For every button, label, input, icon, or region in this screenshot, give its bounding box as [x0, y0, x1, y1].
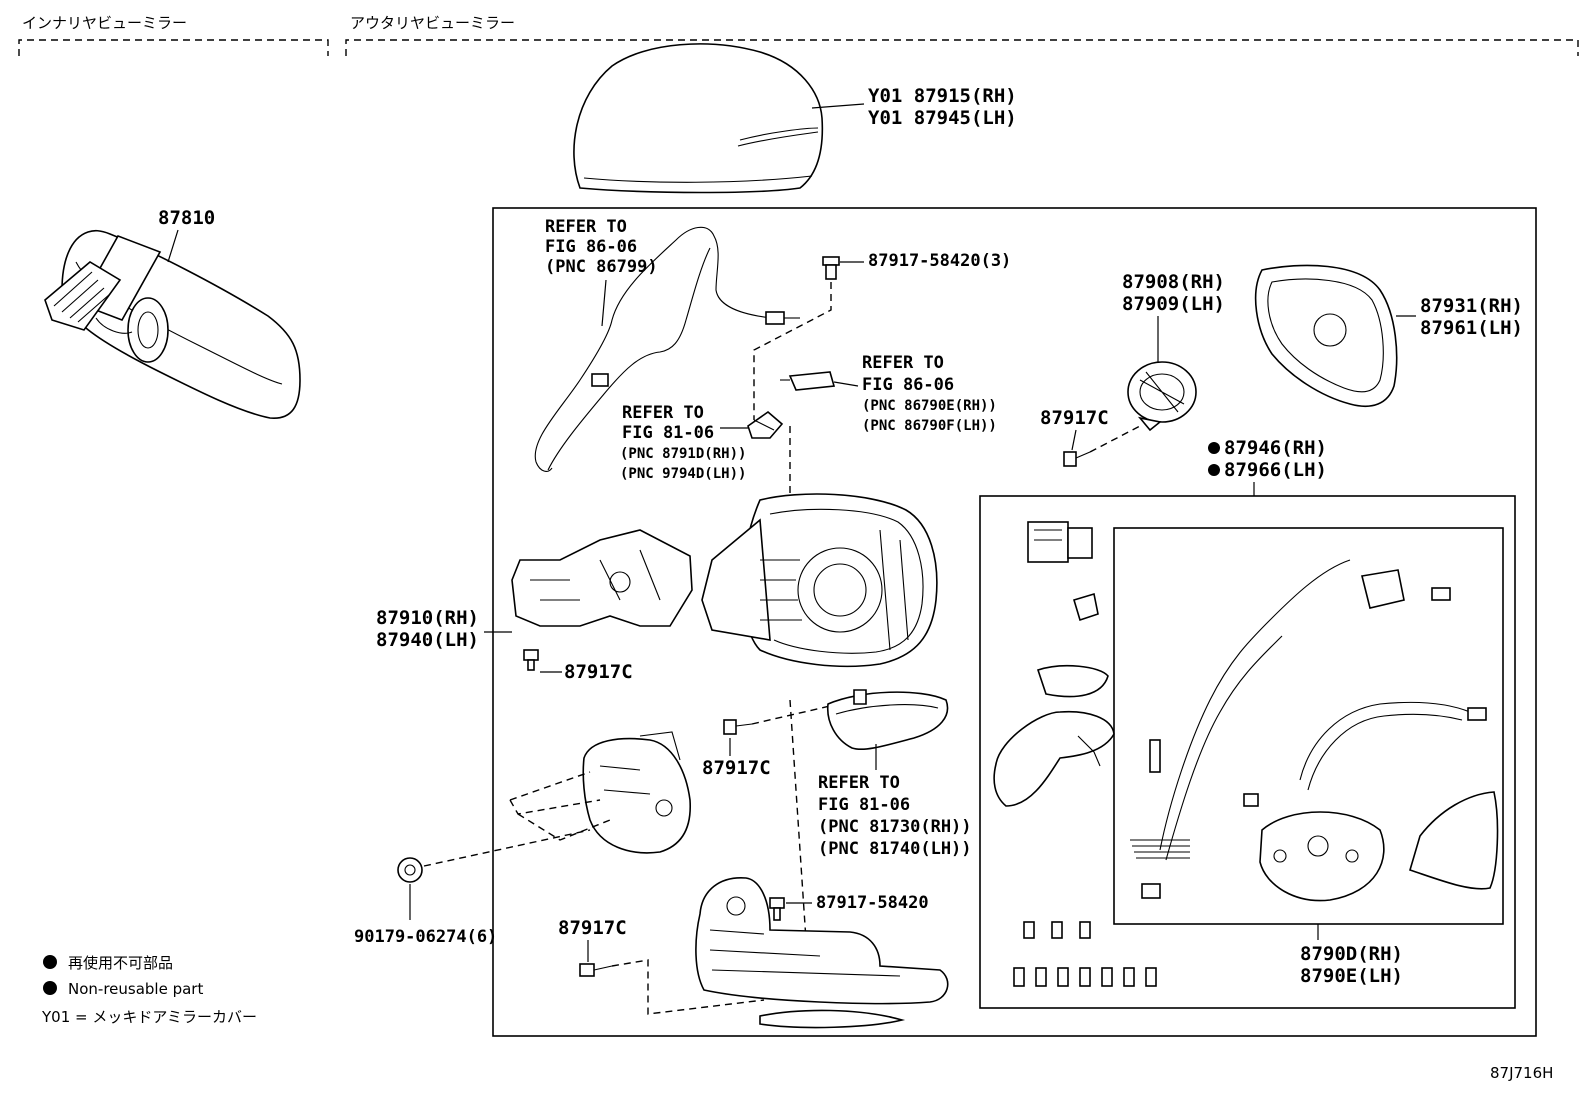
screw-87917c-left-icon	[523, 649, 539, 671]
assembly-frame	[492, 207, 1537, 1037]
refer4-line4: (PNC 81740(LH))	[818, 839, 972, 859]
section-inner-bracket	[18, 39, 329, 56]
kit-motor	[1027, 521, 1093, 563]
callout-harness-rh: 8790D(RH)	[1300, 943, 1403, 965]
legend-line2: Non-reusable part	[68, 980, 203, 998]
callout-clip: 90179-06274(6)	[354, 927, 497, 947]
callout-screw-c-mid: 87917C	[702, 757, 771, 779]
leader-refer2	[833, 381, 859, 387]
kit-screws	[1013, 921, 1157, 987]
mirror-bracket	[511, 529, 693, 627]
callout-bracket-lh: 87940(LH)	[376, 629, 479, 651]
ref-code: 87J716H	[1490, 1064, 1553, 1082]
mirror-actuator	[1127, 361, 1197, 432]
refer2-line1: REFER TO	[862, 353, 944, 373]
leader-cover	[811, 103, 865, 109]
refer1-line1: REFER TO	[545, 217, 627, 237]
screw-87917c-mid-icon	[723, 719, 753, 735]
clip-90179-icon	[397, 857, 423, 883]
refer4-line1: REFER TO	[818, 773, 900, 793]
kit-mirror-base-plate	[1259, 811, 1385, 902]
callout-screw-c-left: 87917C	[564, 661, 633, 683]
section-inner-mirror: インナリヤビューミラー	[22, 14, 187, 32]
legend-line3: Y01 = メッキドアミラーカバー	[41, 1008, 257, 1026]
bracket-8791d	[747, 410, 784, 439]
callout-actuator-rh: 87908(RH)	[1122, 271, 1225, 293]
legend-line1: 再使用不可部品	[68, 954, 173, 972]
dash-plane-lower	[509, 771, 611, 841]
refer3-line2: FIG 81-06	[622, 423, 714, 443]
kit-frame	[979, 495, 1516, 1009]
side-lamp-86790	[780, 371, 836, 391]
lower-bracket	[582, 731, 691, 854]
legend-dot-2	[43, 981, 57, 995]
refer4-line2: FIG 81-06	[818, 795, 910, 815]
callout-glass-lh: 87961(LH)	[1420, 317, 1523, 339]
dash-screw-c-top	[1089, 425, 1141, 453]
mirror-glass	[1254, 264, 1398, 408]
screw-87917-58420-icon	[769, 897, 785, 921]
callout-screw-58420-3: 87917-58420(3)	[868, 251, 1011, 271]
refer2-line3: (PNC 86790E(RH))	[862, 398, 997, 414]
refer4-line3: (PNC 81730(RH))	[818, 817, 972, 837]
callout-screw-58420: 87917-58420	[816, 893, 929, 913]
kit-cover-shell	[993, 664, 1115, 807]
refer1-line2: FIG 86-06	[545, 237, 637, 257]
wire-harness-86799	[534, 226, 800, 472]
callout-actuator-lh: 87909(LH)	[1122, 293, 1225, 315]
refer1-line3: (PNC 86799)	[545, 257, 658, 277]
section-outer-mirror: アウタリヤビューミラー	[350, 14, 515, 32]
dash-screw-top	[753, 282, 832, 420]
refer2-line2: FIG 86-06	[862, 375, 954, 395]
screw-87917c-top-icon	[1063, 451, 1091, 467]
section-outer-bracket	[345, 39, 1579, 56]
refer3-line1: REFER TO	[622, 403, 704, 423]
callout-kit-lh: 87966(LH)	[1224, 459, 1327, 481]
refer2-line4: (PNC 86790F(LH))	[862, 418, 997, 434]
dash-screw-c-mid	[751, 705, 831, 725]
dash-clip	[423, 829, 591, 867]
screw-87917c-bottom-icon	[579, 963, 613, 977]
callout-kit-rh: 87946(RH)	[1224, 437, 1327, 459]
leader-refer1	[601, 279, 607, 327]
callout-cover-rh: Y01 87915(RH)	[868, 85, 1017, 107]
callout-87810: 87810	[158, 207, 215, 229]
screw-87917-58420-3-icon	[822, 256, 840, 280]
callout-screw-c-bottom: 87917C	[558, 917, 627, 939]
callout-cover-lh: Y01 87945(LH)	[868, 107, 1017, 129]
dash-screw-c-bottom	[611, 959, 765, 1015]
leader-87810	[167, 229, 179, 263]
kit-wire-harness	[1130, 559, 1487, 899]
non-reusable-dot-kit-lh	[1208, 464, 1220, 476]
refer3-line4: (PNC 9794D(LH))	[620, 466, 746, 482]
callout-harness-lh: 8790E(LH)	[1300, 965, 1403, 987]
mirror-housing	[701, 493, 938, 668]
leader-screw-c-top	[1071, 429, 1077, 451]
legend-dot-1	[43, 955, 57, 969]
non-reusable-dot-kit-rh	[1208, 442, 1220, 454]
turn-signal-lens	[827, 689, 949, 751]
callout-screw-c-top: 87917C	[1040, 407, 1109, 429]
callout-glass-rh: 87931(RH)	[1420, 295, 1523, 317]
callout-bracket-rh: 87910(RH)	[376, 607, 479, 629]
mirror-base-housing	[695, 877, 949, 1029]
refer3-line3: (PNC 8791D(RH))	[620, 446, 746, 462]
harness-frame	[1113, 527, 1504, 925]
mirror-cover	[573, 43, 824, 194]
kit-lamp-housing	[1409, 791, 1499, 890]
inner-rear-view-mirror	[44, 229, 301, 419]
kit-small-clip	[1073, 592, 1099, 622]
